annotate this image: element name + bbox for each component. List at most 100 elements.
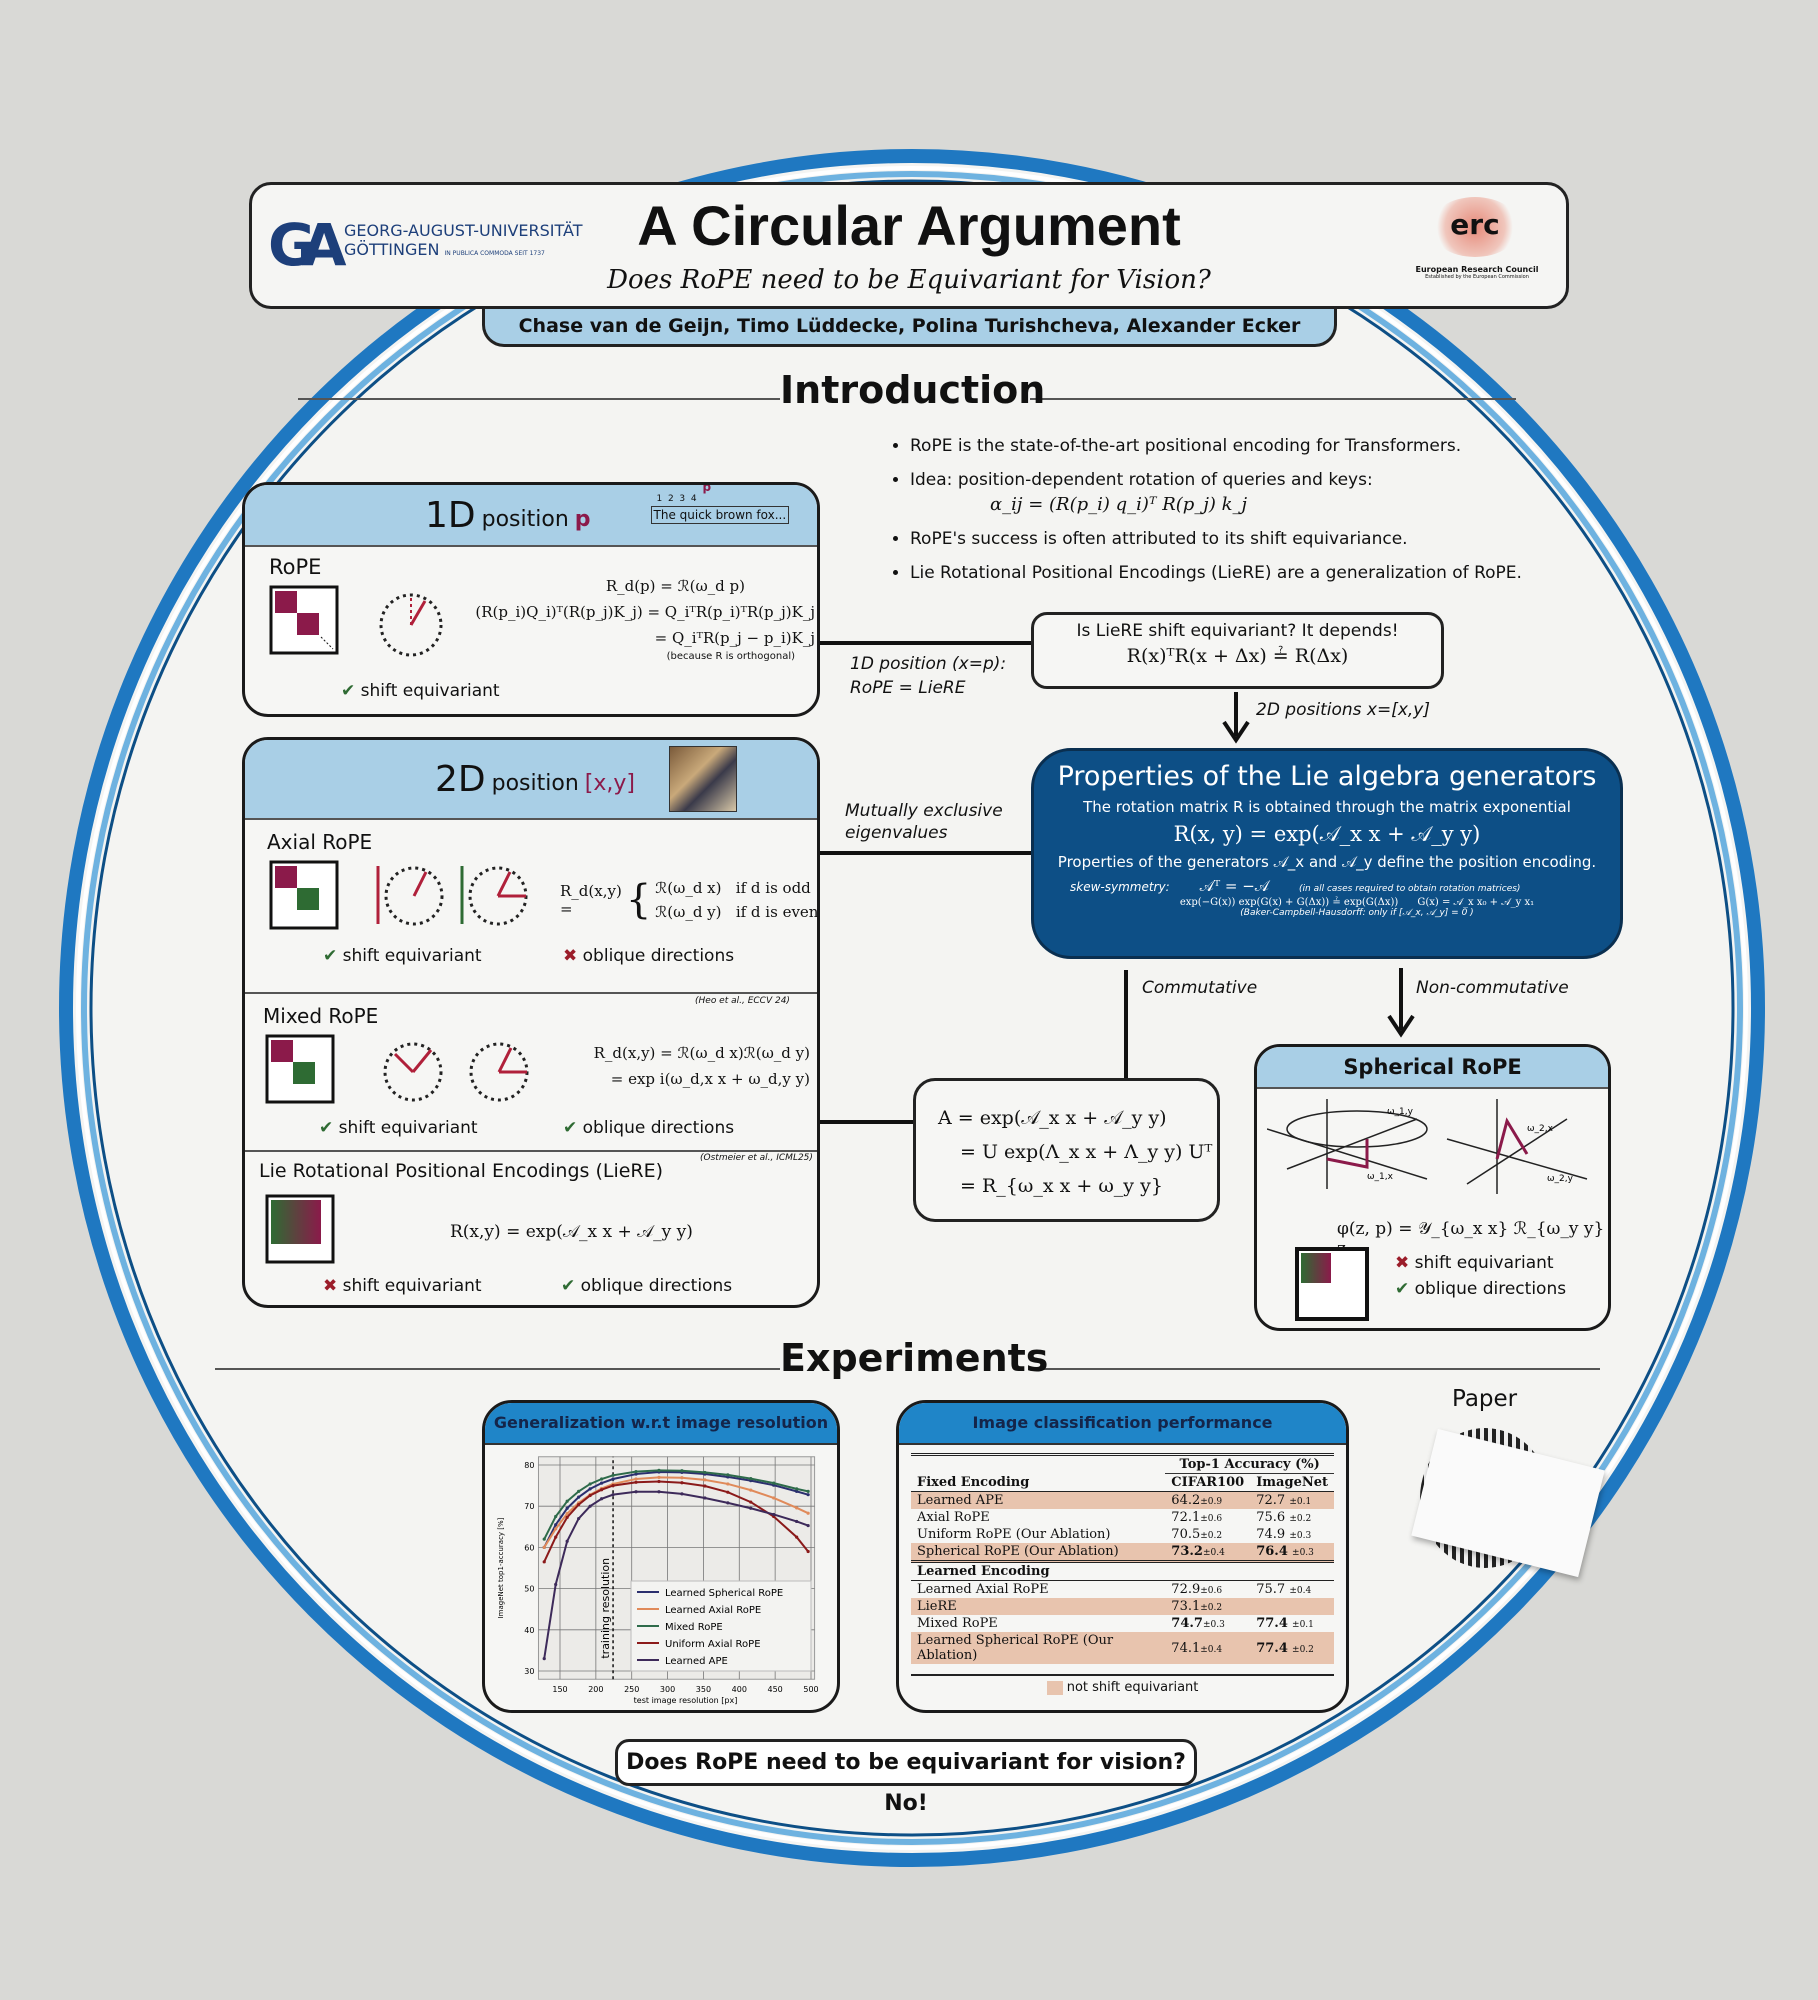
data-point: [680, 1476, 684, 1480]
data-point: [726, 1501, 730, 1505]
poster-title: A Circular Argument: [637, 194, 1181, 257]
x-tick-label: 400: [732, 1685, 747, 1694]
imagenet-value: 72.7 ±0.1: [1256, 1493, 1312, 1508]
orthogonal-note: (because R is orthogonal): [666, 651, 795, 662]
label-1d: 1D position (x=p):: [850, 654, 1007, 674]
label-non-commutative: Non-commutative: [1416, 978, 1569, 998]
liere-prop-oblique: ✔ oblique directions: [561, 1276, 733, 1296]
cifar-value: 64.2±0.9: [1171, 1493, 1223, 1508]
label-commutative: Commutative: [1142, 978, 1258, 998]
paper-label: Paper: [1452, 1386, 1518, 1412]
imagenet-value: 76.4 ±0.3: [1256, 1544, 1314, 1559]
x-tick-label: 300: [660, 1685, 675, 1694]
x-tick-label: 500: [803, 1685, 818, 1694]
data-point: [806, 1549, 810, 1554]
chart-box: Generalization w.r.t image resolution 15…: [482, 1400, 840, 1713]
axis-label: ω_1,x: [1367, 1172, 1394, 1182]
legend-label: Learned APE: [665, 1656, 728, 1667]
liere-shift-equation: R(x)ᵀR(x + Δx) ≟ R(Δx): [1126, 645, 1349, 667]
data-point: [554, 1523, 558, 1527]
mixed-dials-icon: [383, 1042, 529, 1102]
y-tick-label: 50: [524, 1585, 534, 1594]
equation-product: (R(p_i)Q_i)ᵀ(R(p_j)K_j) = Q_iᵀR(p_i)ᵀR(p…: [475, 603, 815, 621]
data-point: [577, 1516, 581, 1521]
axis-label: ω_1,y: [1387, 1107, 1414, 1117]
data-point: [795, 1489, 799, 1493]
data-point: [795, 1506, 799, 1510]
data-point: [565, 1539, 569, 1543]
check-icon: ✔: [323, 946, 338, 966]
data-point: [565, 1499, 569, 1503]
cifar-value: 73.2±0.4: [1171, 1544, 1225, 1559]
mixed-rope-citation: (Heo et al., ECCV 24): [695, 996, 790, 1006]
imagenet-value: 75.6 ±0.2: [1256, 1510, 1312, 1525]
rope-label: RoPE: [269, 555, 322, 579]
axis-label: ω_2,x: [1527, 1124, 1554, 1134]
data-point: [772, 1496, 776, 1500]
spherical-prop-oblique: ✔ oblique directions: [1395, 1279, 1567, 1299]
data-point: [749, 1500, 753, 1504]
spherical-matrix-icon: [1295, 1247, 1369, 1321]
intro-bullet: Idea: position-dependent rotation of que…: [910, 470, 1550, 490]
mixed-equation-2: = exp i(ω_d,x x + ω_d,y y): [610, 1070, 810, 1088]
funder-name: European Research Council: [1415, 265, 1539, 274]
axial-case-even: ℛ(ω_d y) if d is even: [655, 903, 819, 921]
skew-label: skew-symmetry:: [1070, 880, 1170, 894]
series-line-4: [543, 1490, 809, 1659]
data-point: [599, 1477, 604, 1481]
equation-relative: = Q_iᵀR(p_j − p_i)K_j: [654, 629, 815, 647]
table-super-header: Top-1 Accuracy (%): [1165, 1454, 1334, 1474]
spherical-axes-diagram: ω_1,yω_1,x ω_2,xω_2,y: [1267, 1099, 1588, 1194]
data-point: [806, 1523, 810, 1528]
imagenet-value: 75.7 ±0.4: [1256, 1582, 1312, 1597]
liere-prop-shift: ✖ shift equivariant: [323, 1276, 482, 1296]
header-banner: GA GEORG-AUGUST-UNIVERSITÄT GÖTTINGEN IN…: [249, 182, 1569, 309]
data-point: [565, 1515, 569, 1519]
box-title-var: p: [574, 506, 591, 532]
imagenet-value: 77.4 ±0.2: [1256, 1640, 1314, 1656]
liere-matrix-icon: [265, 1194, 335, 1264]
axial-prop-oblique: ✖ oblique directions: [563, 946, 735, 966]
intro-bullets: RoPE is the state-of-the-art positional …: [910, 436, 1550, 597]
conclusion-box: Does RoPE need to be equivariant for vis…: [615, 1739, 1197, 1816]
data-point: [657, 1490, 661, 1494]
imagenet-value: 77.4 ±0.1: [1256, 1616, 1314, 1631]
table-title: Image classification performance: [899, 1403, 1346, 1445]
data-point: [542, 1537, 546, 1541]
y-tick-label: 60: [524, 1543, 534, 1552]
commutative-eq-2: = U exp(Λ_x x + Λ_y y) Uᵀ: [960, 1141, 1213, 1163]
label-2d-positions: 2D positions x=[x,y]: [1256, 700, 1431, 720]
x-tick-label: 150: [552, 1685, 567, 1694]
properties-line1: The rotation matrix R is obtained throug…: [1083, 798, 1571, 816]
commutative-eq-3: = R_{ω_x x + ω_y y}: [960, 1175, 1163, 1197]
commutative-box: A = exp(𝒜_x x + 𝒜_y y) = U exp(Λ_x x + Λ…: [913, 1078, 1220, 1222]
intro-bullet: RoPE's success is often attributed to it…: [910, 529, 1550, 549]
row-name: Learned Axial RoPE: [917, 1582, 1049, 1597]
equation-rd: R_d(p) = ℛ(ω_d p): [605, 577, 745, 595]
y-tick-label: 40: [524, 1626, 534, 1635]
axial-dials-icon: [376, 866, 528, 926]
y-tick-label: 30: [524, 1667, 534, 1676]
series-line-0: [543, 1471, 809, 1548]
legend-label: Uniform Axial RoPE: [665, 1639, 761, 1650]
funder-sub: Established by the European Commission: [1425, 274, 1529, 280]
x-tick-label: 350: [696, 1685, 711, 1694]
data-point: [772, 1512, 776, 1517]
row-name: Learned Spherical RoPE (Our Ablation): [917, 1633, 1114, 1663]
data-point: [542, 1657, 546, 1661]
token-indices: 1 2 3 4: [656, 494, 697, 504]
cifar-value: 73.1±0.2: [1171, 1599, 1223, 1614]
cross-icon: ✖: [1395, 1253, 1410, 1273]
legend-label: Learned Spherical RoPE: [665, 1588, 783, 1599]
box-1d-position: 1D position p p 1 2 3 4 The quick brown …: [242, 482, 820, 717]
data-point: [565, 1512, 569, 1516]
x-axis-label: test image resolution [px]: [634, 1696, 738, 1705]
axial-case-odd: ℛ(ω_d x) if d is odd: [655, 879, 811, 897]
y-axis-label: ImageNet top1-accuracy [%]: [497, 1517, 505, 1618]
mixed-prop-oblique: ✔ oblique directions: [563, 1118, 735, 1138]
cifar-value: 72.1±0.6: [1171, 1510, 1223, 1525]
data-point: [611, 1473, 615, 1477]
data-point: [588, 1493, 592, 1498]
intro-bullet: Lie Rotational Positional Encodings (Lie…: [910, 563, 1550, 583]
